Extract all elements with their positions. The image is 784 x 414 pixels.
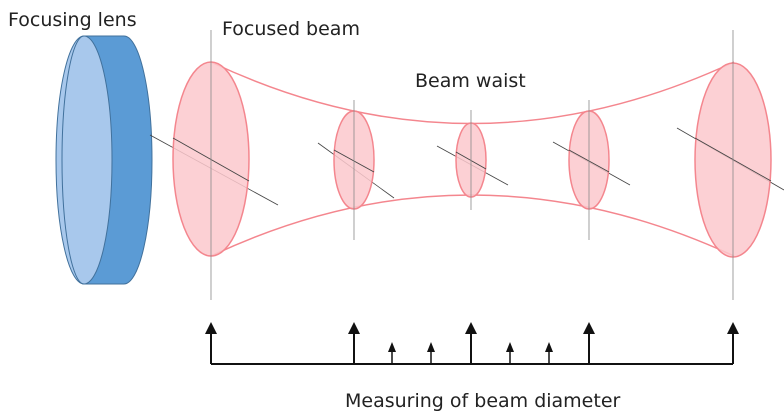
focused-beam-label: Focused beam	[222, 18, 360, 40]
up-arrow-icon	[506, 342, 514, 352]
measuring-label: Measuring of beam diameter	[345, 390, 621, 412]
up-arrow-icon	[205, 322, 217, 334]
up-arrow-icon	[465, 322, 477, 334]
beam-envelope-bottom	[210, 194, 735, 257]
focusing-lens-label: Focusing lens	[8, 9, 137, 31]
up-arrow-icon	[583, 322, 595, 334]
lens-front-face	[55, 35, 113, 285]
beam-waist-label: Beam waist	[415, 70, 526, 92]
focusing-lens	[55, 35, 153, 285]
measurement-bracket	[205, 322, 739, 365]
up-arrow-icon	[727, 322, 739, 334]
up-arrow-icon	[348, 322, 360, 334]
lens-inner-rim	[61, 35, 85, 285]
up-arrow-icon	[427, 342, 435, 352]
up-arrow-icon	[388, 342, 396, 352]
up-arrow-icon	[545, 342, 553, 352]
